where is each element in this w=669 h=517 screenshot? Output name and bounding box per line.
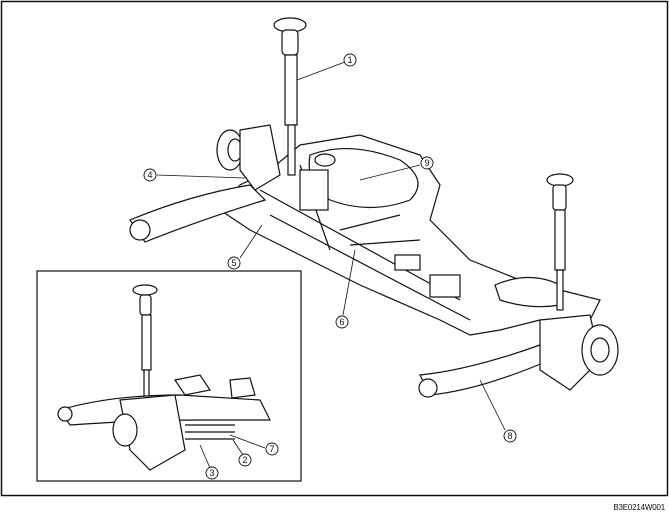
callout-2: 2 (238, 453, 252, 467)
callout-7: 7 (265, 442, 279, 456)
left-shock-absorber (273, 17, 307, 176)
right-lower-arm (418, 314, 619, 398)
right-shock-absorber (546, 173, 574, 311)
callouts: 1 2 3 4 5 6 7 8 9 (143, 53, 517, 480)
crossmember-assembly (219, 134, 601, 336)
callout-6: 6 (335, 315, 349, 329)
svg-text:3: 3 (209, 468, 214, 478)
svg-text:2: 2 (242, 455, 247, 465)
callout-9: 9 (420, 156, 434, 170)
callout-8: 8 (503, 429, 517, 443)
outer-frame (0, 0, 669, 497)
callout-4: 4 (143, 168, 157, 182)
callout-3: 3 (205, 466, 219, 480)
figure-code: B3E0214W001 (613, 503, 665, 512)
svg-text:6: 6 (339, 317, 344, 327)
svg-text:9: 9 (424, 158, 429, 168)
left-lower-arm (129, 124, 281, 243)
callout-5: 5 (227, 256, 241, 270)
callout-1: 1 (343, 53, 357, 67)
inset-detail (36, 270, 302, 482)
svg-text:8: 8 (507, 431, 512, 441)
svg-text:5: 5 (231, 258, 236, 268)
svg-text:7: 7 (269, 444, 274, 454)
svg-text:4: 4 (147, 170, 152, 180)
svg-text:1: 1 (347, 55, 352, 65)
